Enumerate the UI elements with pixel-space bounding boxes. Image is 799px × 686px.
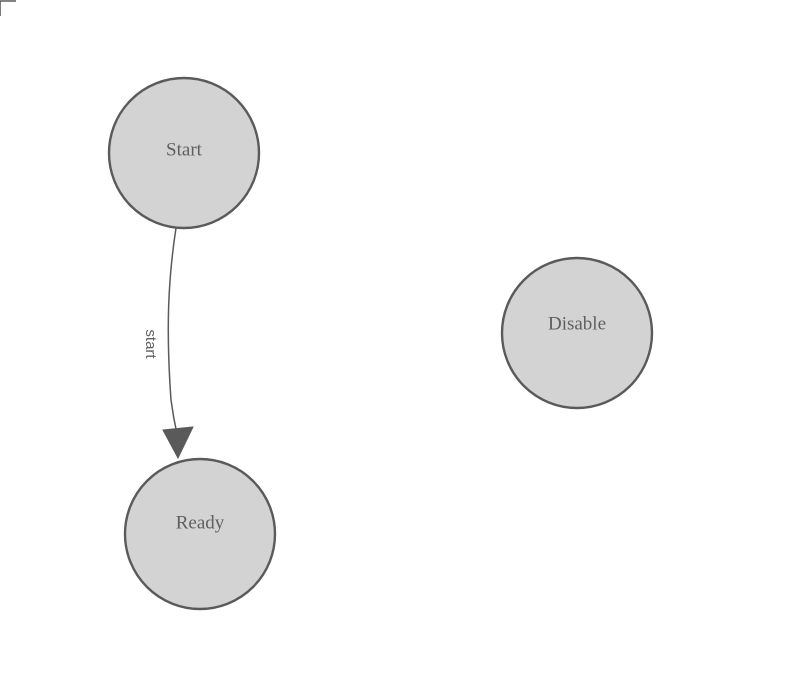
edge-label-start: start: [142, 329, 159, 359]
edge-line: [167, 227, 178, 435]
node-disable-label: Disable: [548, 313, 606, 334]
node-disable-circle[interactable]: [500, 256, 654, 410]
edge-start-to-ready[interactable]: start: [142, 227, 194, 460]
node-start-label: Start: [166, 139, 203, 160]
node-disable[interactable]: Disable: [500, 256, 654, 410]
selection-corner-mark-icon: [0, 0, 16, 16]
node-ready-label: Ready: [176, 512, 225, 533]
node-ready[interactable]: Ready: [123, 457, 277, 611]
node-ready-circle[interactable]: [123, 457, 277, 611]
node-start-circle[interactable]: [107, 76, 261, 230]
node-start[interactable]: Start: [107, 76, 261, 230]
arrowhead-icon: [162, 426, 194, 460]
